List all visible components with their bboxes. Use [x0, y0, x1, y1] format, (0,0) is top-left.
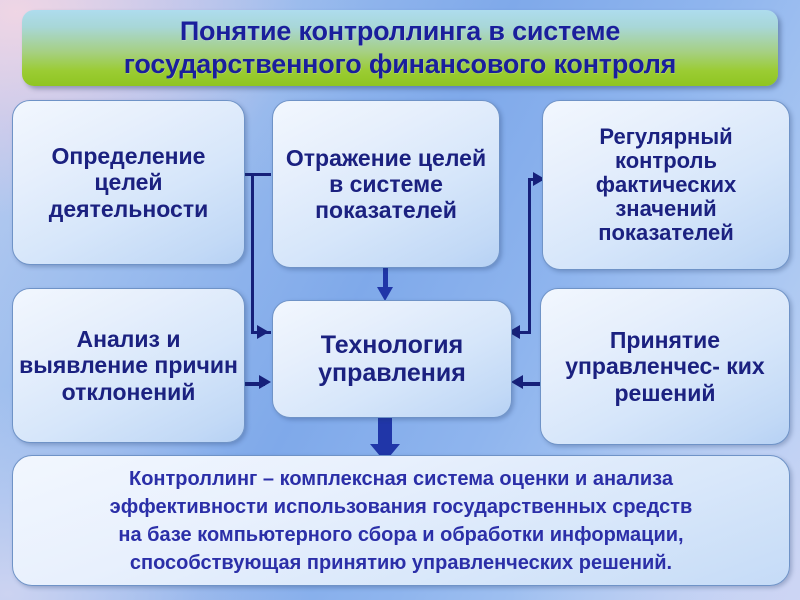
summary-line-2: эффективности использования государствен…	[109, 495, 693, 518]
summary-line-4: способствующая принятию управленческих р…	[129, 551, 673, 574]
process-box-reflect[interactable]: Отражение целей в системе показателей	[272, 100, 500, 268]
slide-title-line-2: государственного финансового контроля	[123, 49, 677, 79]
connector-segment	[251, 173, 254, 333]
process-box-regular-control-label: Регулярный контроль фактических значений…	[595, 123, 737, 246]
process-box-goals-label: Определение целей деятельности	[48, 143, 209, 222]
arrowhead-down-icon	[377, 287, 393, 301]
process-box-management-technology[interactable]: Технология управления	[272, 300, 512, 418]
summary-definition-box: Контроллинг – комплексная система оценки…	[12, 455, 790, 586]
connector-segment	[245, 382, 265, 386]
process-box-decisions-label: Принятие управленчес- ких решений	[565, 327, 765, 406]
summary-line-3: на базе компьютерного сбора и обработки …	[118, 523, 684, 546]
arrowhead-right-icon	[259, 375, 271, 389]
summary-line-1: Контроллинг – комплексная система оценки…	[129, 467, 673, 490]
process-box-regular-control[interactable]: Регулярный контроль фактических значений…	[542, 100, 790, 270]
connector-segment	[522, 382, 542, 386]
process-box-analysis-label: Анализ и выявление причин отклонений	[19, 326, 238, 405]
process-box-decisions[interactable]: Принятие управленчес- ких решений	[540, 288, 790, 445]
process-box-goals[interactable]: Определение целей деятельности	[12, 100, 245, 265]
process-box-analysis[interactable]: Анализ и выявление причин отклонений	[12, 288, 245, 443]
connector-segment	[513, 331, 531, 334]
slide-title-banner: Понятие контроллинга в системе государст…	[22, 10, 778, 86]
connector-segment	[245, 173, 271, 176]
process-box-management-technology-label: Технология управления	[318, 330, 466, 388]
connector-segment	[528, 178, 531, 333]
connector-segment	[383, 268, 388, 289]
connector-segment	[378, 418, 392, 448]
arrowhead-right-icon	[257, 325, 269, 339]
process-box-reflect-label: Отражение целей в системе показателей	[285, 144, 487, 224]
slide-title-line-1: Понятие контроллинга в системе	[179, 16, 621, 46]
arrowhead-left-icon	[511, 375, 523, 389]
